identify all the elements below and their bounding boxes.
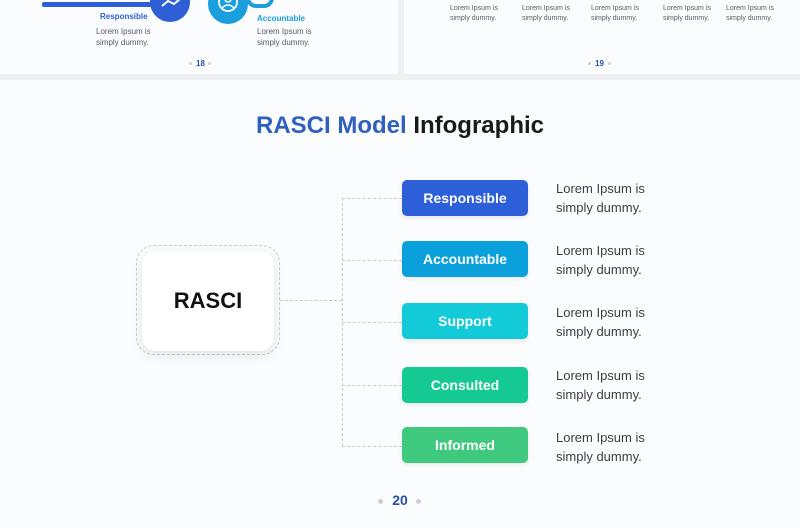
role-desc-consulted: Lorem Ipsum is simply dummy. [556, 366, 645, 404]
role-pill-responsible[interactable]: Responsible [402, 180, 528, 216]
center-box-dashed-frame [136, 245, 280, 355]
item-3-line1: Lorem Ipsum is [591, 5, 639, 12]
item-4-line2: simply dummy. [663, 15, 710, 22]
role-label: Consulted [430, 377, 500, 393]
slide-19-preview[interactable]: Lorem Ipsum is simply dummy. Lorem Ipsum… [404, 0, 800, 74]
role-pill-consulted[interactable]: Consulted [402, 367, 528, 403]
responsible-text-line2: simply dummy. [96, 38, 149, 47]
accountable-ring [246, 0, 274, 8]
pager-dot-right [416, 499, 421, 504]
connector-bar [42, 2, 164, 7]
desc-line2: simply dummy. [556, 449, 642, 464]
item-3-line2: simply dummy. [591, 15, 638, 22]
slide-20[interactable]: RASCI Model Infographic RASCI Responsibl… [0, 80, 800, 528]
accountable-circle [208, 0, 248, 24]
user-icon [218, 0, 238, 12]
role-label: Responsible [423, 190, 507, 206]
desc-line1: Lorem Ipsum is [556, 305, 645, 320]
desc-line2: simply dummy. [556, 262, 642, 277]
role-pill-informed[interactable]: Informed [402, 427, 528, 463]
center-box: RASCI [142, 251, 274, 351]
desc-line1: Lorem Ipsum is [556, 368, 645, 383]
pager-dot-right [608, 62, 611, 65]
accountable-text-line2: simply dummy. [257, 38, 310, 47]
role-desc-accountable: Lorem Ipsum is simply dummy. [556, 241, 645, 279]
item-1-line1: Lorem Ipsum is [450, 5, 498, 12]
desc-line1: Lorem Ipsum is [556, 430, 645, 445]
connector-branch-1 [342, 198, 402, 199]
connector-branch-3 [342, 322, 402, 323]
pager-dot-left [588, 62, 591, 65]
accountable-text-line1: Lorem Ipsum is [257, 27, 312, 36]
role-desc-informed: Lorem Ipsum is simply dummy. [556, 428, 645, 466]
role-desc-support: Lorem Ipsum is simply dummy. [556, 303, 645, 341]
responsible-circle [150, 0, 190, 22]
item-2-line2: simply dummy. [522, 15, 569, 22]
center-label: RASCI [173, 288, 243, 313]
item-2-line1: Lorem Ipsum is [522, 5, 570, 12]
handshake-icon [161, 0, 181, 7]
role-label: Accountable [422, 251, 507, 267]
connector-branch-2 [342, 260, 402, 261]
desc-line2: simply dummy. [556, 324, 642, 339]
pager-dot-left [189, 62, 192, 65]
title-rest: Infographic [413, 112, 544, 139]
responsible-text-line1: Lorem Ipsum is [96, 27, 151, 36]
accountable-label: Accountable [257, 14, 306, 23]
desc-line2: simply dummy. [556, 200, 642, 215]
page-number: 18 [196, 59, 205, 68]
role-label: Informed [435, 437, 495, 453]
role-desc-responsible: Lorem Ipsum is simply dummy. [556, 179, 645, 217]
pager-dot-left [378, 499, 383, 504]
connector-branch-5 [342, 446, 402, 447]
role-label: Support [438, 313, 492, 329]
slide-title: RASCI Model Infographic [0, 112, 800, 140]
responsible-label: Responsible [100, 12, 148, 21]
pager-dot-right [208, 62, 211, 65]
role-pill-accountable[interactable]: Accountable [402, 241, 528, 277]
connector-center [280, 300, 342, 301]
role-pill-support[interactable]: Support [402, 303, 528, 339]
page-number: 20 [392, 492, 408, 508]
title-highlight: RASCI Model [255, 112, 407, 139]
item-5-line2: simply dummy. [726, 15, 773, 22]
slide-18-preview[interactable]: Responsible Accountable Lorem Ipsum is s… [0, 0, 398, 74]
desc-line1: Lorem Ipsum is [556, 181, 645, 196]
desc-line2: simply dummy. [556, 387, 642, 402]
desc-line1: Lorem Ipsum is [556, 243, 645, 258]
item-1-line2: simply dummy. [450, 15, 497, 22]
item-5-line1: Lorem Ipsum is [726, 5, 774, 12]
item-4-line1: Lorem Ipsum is [663, 5, 711, 12]
page-number: 19 [595, 59, 604, 68]
connector-branch-4 [342, 385, 402, 386]
